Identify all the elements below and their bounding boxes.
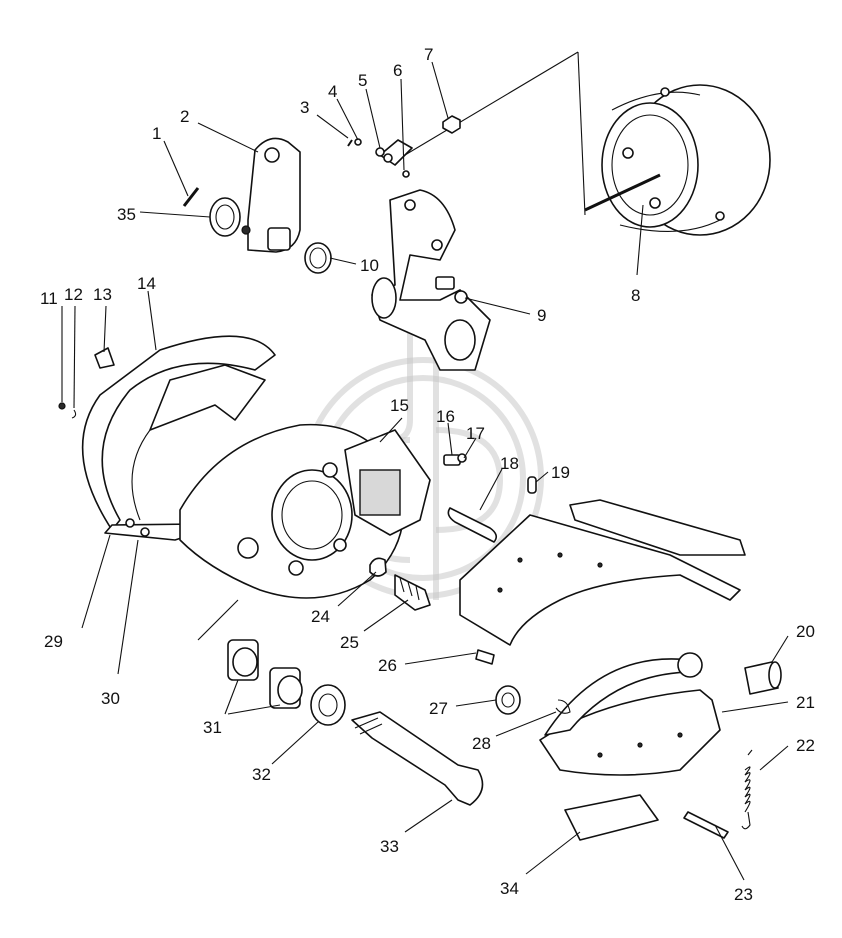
brake-spider	[179, 423, 431, 599]
callout-35: 35	[117, 205, 136, 224]
pin-26	[475, 649, 495, 665]
yoke-assembly	[347, 51, 586, 216]
roller-27	[495, 685, 521, 715]
callout-7: 7	[424, 45, 433, 64]
roller-20	[744, 661, 782, 695]
callout-10: 10	[360, 256, 379, 275]
callout-5: 5	[358, 71, 367, 90]
bushing	[304, 242, 332, 274]
anchor-pin-18	[447, 507, 498, 543]
callout-34: 34	[500, 879, 519, 898]
chamber-bracket	[371, 189, 491, 371]
callout-25: 25	[340, 633, 359, 652]
small-pin-19	[527, 476, 537, 494]
callout-17: 17	[466, 424, 485, 443]
callout-31: 31	[203, 718, 222, 737]
callout-27: 27	[429, 699, 448, 718]
callout-4: 4	[328, 82, 337, 101]
callout-1: 1	[152, 124, 161, 143]
camshaft	[351, 711, 484, 806]
snap-ring-24	[369, 557, 387, 577]
leader-lines	[61, 61, 789, 881]
callout-2: 2	[180, 107, 189, 126]
callout-19: 19	[551, 463, 570, 482]
callout-13: 13	[93, 285, 112, 304]
callout-29: 29	[44, 632, 63, 651]
callout-21: 21	[796, 693, 815, 712]
brake-shoe-upper	[459, 499, 746, 646]
callout-12: 12	[64, 285, 83, 304]
callout-22: 22	[796, 736, 815, 755]
callout-18: 18	[500, 454, 519, 473]
callout-33: 33	[380, 837, 399, 856]
callout-32: 32	[252, 765, 271, 784]
callout-26: 26	[378, 656, 397, 675]
washer-32	[310, 684, 346, 726]
camshaft-bushings	[227, 639, 303, 709]
callout-11: 11	[40, 289, 58, 308]
brake-chamber	[584, 84, 771, 236]
slack-adjuster	[241, 137, 301, 253]
return-spring	[741, 749, 753, 830]
washer-ring	[209, 197, 241, 237]
callout-30: 30	[101, 689, 120, 708]
callout-9: 9	[537, 306, 546, 325]
callout-labels: 1 2 3 4 5 6 7 8 9 10 11 12 13 14 15 16 1…	[40, 45, 815, 904]
callout-28: 28	[472, 734, 491, 753]
callout-3: 3	[300, 98, 309, 117]
callout-16: 16	[436, 407, 455, 426]
adjust-bolt	[443, 453, 467, 466]
dust-shield	[81, 335, 276, 531]
brake-shoe-lower	[539, 652, 721, 776]
callout-15: 15	[390, 396, 409, 415]
lining-block-34	[564, 794, 659, 841]
clip-28	[555, 699, 571, 714]
pin-23	[683, 811, 729, 839]
callout-8: 8	[631, 286, 640, 305]
callout-14: 14	[137, 274, 156, 293]
cam-bolt-25	[394, 574, 431, 611]
callout-6: 6	[393, 61, 402, 80]
callout-20: 20	[796, 622, 815, 641]
callout-23: 23	[734, 885, 753, 904]
cotter-pin	[182, 187, 200, 207]
callout-24: 24	[311, 607, 330, 626]
